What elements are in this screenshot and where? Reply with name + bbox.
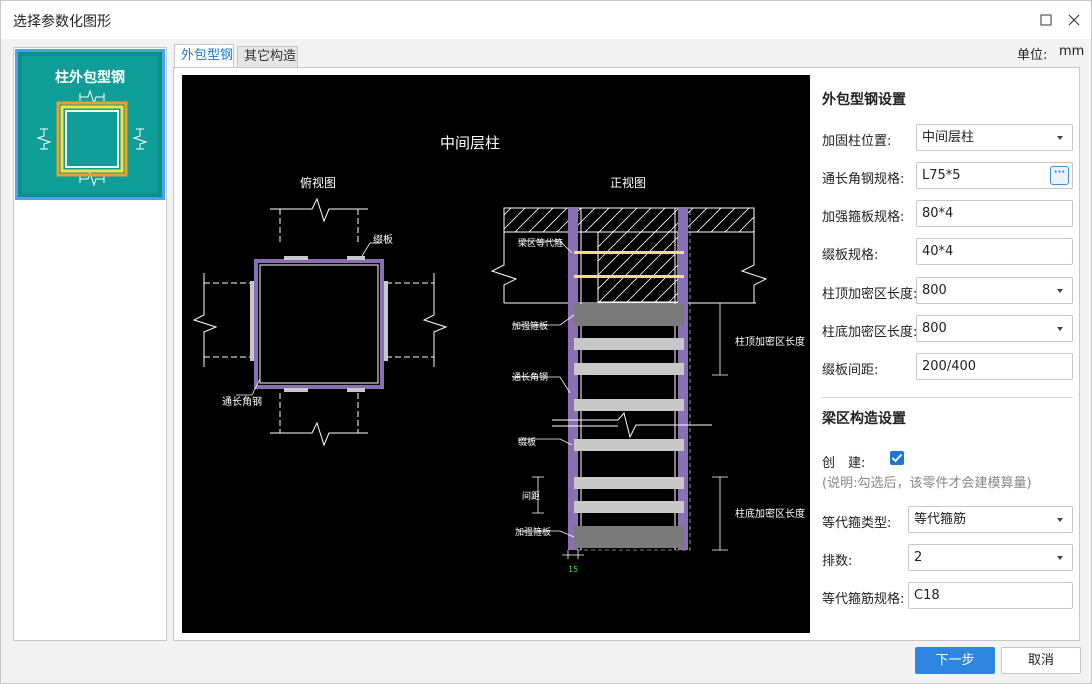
batten-spacing-value: 200/400 bbox=[922, 359, 977, 374]
drawing-canvas: 中间层柱 俯视图 正视图 bbox=[182, 75, 810, 633]
chevron-down-icon bbox=[1057, 136, 1063, 140]
section-beam-zone-title: 梁区构造设置 bbox=[822, 411, 906, 427]
check-icon bbox=[891, 453, 903, 463]
label-stirrup-type: 等代箍类型: bbox=[822, 516, 892, 531]
rows-count-value: 2 bbox=[914, 550, 923, 565]
batten-spec-input[interactable]: 40*4 bbox=[916, 238, 1073, 265]
stirrup-type-value: 等代箍筋 bbox=[914, 512, 967, 527]
label-rows-count: 排数: bbox=[822, 554, 853, 569]
browse-ellipsis-icon[interactable]: ··· bbox=[1050, 166, 1069, 185]
shape-item-column-outer-steel[interactable]: 柱外包型钢 bbox=[15, 49, 165, 200]
window-title: 选择参数化图形 bbox=[13, 14, 111, 30]
stirrup-type-select[interactable]: 等代箍筋 bbox=[908, 506, 1073, 533]
chevron-down-icon bbox=[1057, 556, 1063, 560]
shape-thumbnail-icon bbox=[36, 89, 148, 187]
drawing-main-title: 中间层柱 bbox=[440, 134, 500, 152]
unit-label: 单位: bbox=[1017, 48, 1048, 63]
front-label-spacing: 间距 bbox=[522, 490, 540, 502]
label-batten-spec: 缀板规格: bbox=[822, 248, 879, 263]
stirrup-spec-value: C18 bbox=[914, 588, 940, 603]
front-label-angle-steel: 通长角钢 bbox=[512, 371, 548, 383]
front-view-title: 正视图 bbox=[610, 175, 646, 190]
rows-count-select[interactable]: 2 bbox=[908, 544, 1073, 571]
label-angle-steel-spec: 通长角钢规格: bbox=[822, 172, 905, 187]
front-label-top-dense: 柱顶加密区长度 bbox=[735, 335, 805, 348]
tab-content: 中间层柱 俯视图 正视图 bbox=[173, 67, 1080, 641]
title-bar: 选择参数化图形 bbox=[1, 1, 1091, 39]
front-label-dim-15: 15 bbox=[568, 565, 578, 574]
chevron-down-icon bbox=[1057, 327, 1063, 331]
column-position-select[interactable]: 中间层柱 bbox=[916, 124, 1073, 151]
next-button[interactable]: 下一步 bbox=[915, 647, 995, 674]
settings-panel: 外包型钢设置 加固柱位置: 中间层柱 通长角钢规格: L75*5 ··· 加强箍板… bbox=[822, 75, 1073, 635]
label-create: 创 建: bbox=[822, 456, 866, 471]
label-bottom-dense-length: 柱底加密区长度: bbox=[822, 325, 918, 340]
drawing-svg: 中间层柱 俯视图 正视图 bbox=[192, 134, 805, 574]
front-label-beam-stirrup: 梁区等代箍 bbox=[518, 237, 563, 249]
angle-steel-spec-field[interactable]: L75*5 ··· bbox=[916, 162, 1073, 189]
batten-spacing-input[interactable]: 200/400 bbox=[916, 353, 1073, 380]
front-label-batten: 缀板 bbox=[518, 436, 536, 448]
top-dense-length-value: 800 bbox=[922, 283, 947, 298]
bottom-dense-length-select[interactable]: 800 bbox=[916, 315, 1073, 342]
section-outer-steel-title: 外包型钢设置 bbox=[822, 92, 906, 108]
column-position-value: 中间层柱 bbox=[922, 130, 975, 145]
bottom-dense-length-value: 800 bbox=[922, 321, 947, 336]
maximize-icon[interactable] bbox=[1033, 7, 1059, 33]
label-column-position: 加固柱位置: bbox=[822, 134, 892, 149]
create-checkbox[interactable] bbox=[890, 451, 904, 465]
label-top-dense-length: 柱顶加密区长度: bbox=[822, 287, 918, 302]
plan-label-batten: 缀板 bbox=[373, 233, 393, 246]
front-view: 柱顶加密区长度 柱底加密区长度 梁区等代箍 加强箍板 通长角钢 缀板 间距 bbox=[490, 207, 805, 574]
create-note: (说明:勾选后，该零件才会建模算量) bbox=[822, 476, 1032, 491]
section-divider bbox=[822, 397, 1073, 398]
angle-steel-spec-value: L75*5 bbox=[922, 168, 961, 183]
plan-view-title: 俯视图 bbox=[300, 175, 336, 190]
batten-spec-value: 40*4 bbox=[922, 244, 954, 259]
label-stiffener-spec: 加强箍板规格: bbox=[822, 210, 905, 225]
tab-outer-steel[interactable]: 外包型钢 bbox=[174, 44, 234, 69]
shape-item-label: 柱外包型钢 bbox=[55, 70, 125, 86]
stiffener-spec-input[interactable]: 80*4 bbox=[916, 200, 1073, 227]
front-label-bottom-dense: 柱底加密区长度 bbox=[735, 507, 805, 520]
chevron-down-icon bbox=[1057, 289, 1063, 293]
label-stirrup-spec: 等代箍筋规格: bbox=[822, 592, 905, 607]
cancel-button[interactable]: 取消 bbox=[1001, 647, 1081, 674]
plan-view: 缀板 通长角钢 bbox=[192, 197, 448, 447]
unit-value: mm bbox=[1059, 44, 1085, 59]
front-label-stiffener-top: 加强箍板 bbox=[512, 320, 548, 332]
tab-other-structure[interactable]: 其它构造 bbox=[237, 46, 298, 68]
front-label-stiffener-bottom: 加强箍板 bbox=[515, 526, 551, 538]
plan-label-angle-steel: 通长角钢 bbox=[222, 395, 262, 408]
top-dense-length-select[interactable]: 800 bbox=[916, 277, 1073, 304]
chevron-down-icon bbox=[1057, 518, 1063, 522]
close-icon[interactable] bbox=[1061, 7, 1087, 33]
label-batten-spacing: 缀板间距: bbox=[822, 363, 879, 378]
shape-list: 柱外包型钢 bbox=[13, 47, 167, 641]
stirrup-spec-input[interactable]: C18 bbox=[908, 582, 1073, 609]
stiffener-spec-value: 80*4 bbox=[922, 206, 954, 221]
